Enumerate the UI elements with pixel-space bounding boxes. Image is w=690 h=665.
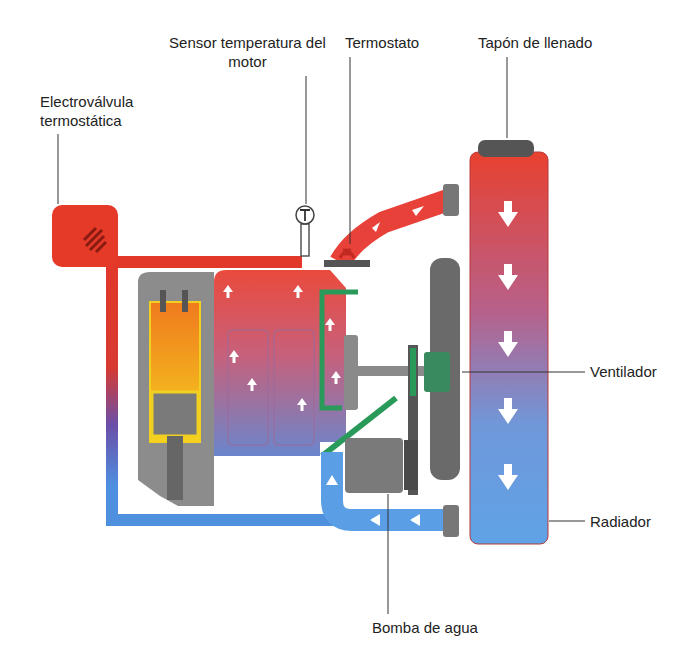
leader-lines (58, 57, 585, 614)
radiator (470, 140, 548, 544)
water-pump (345, 438, 418, 493)
part-label: Electroválvula termostática (40, 92, 160, 130)
part-label: Termostato (345, 33, 419, 52)
thermostat (324, 250, 370, 267)
water-jacket (214, 270, 346, 456)
upper-hose (340, 184, 459, 262)
part-label: Bomba de agua (372, 618, 478, 637)
lower-hose (326, 452, 459, 537)
thermostatic-valve (52, 205, 118, 267)
part-label: Ventilador (590, 362, 657, 381)
temperature-sensor (296, 206, 314, 256)
engine-block (138, 272, 214, 506)
part-label: Sensor temperatura del motor (165, 33, 330, 71)
part-label: Radiador (590, 512, 651, 531)
part-label: Tapón de llenado (478, 33, 592, 52)
